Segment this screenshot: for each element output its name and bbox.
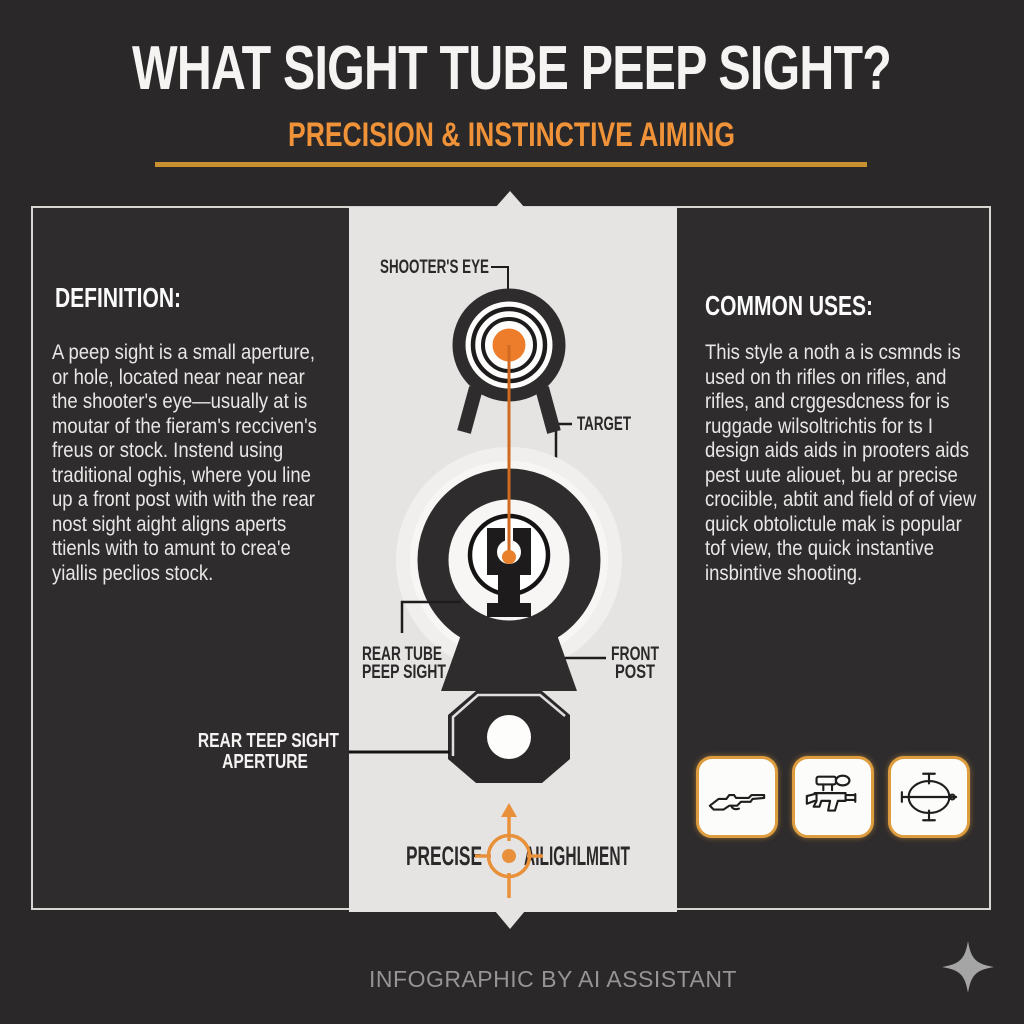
front-post-label-line2: POST — [615, 662, 655, 683]
use-case-card-rifle — [696, 756, 778, 838]
column-top-arrow — [495, 191, 525, 208]
footer-credit: INFOGRAPHIC BY AI ASSISTANT — [369, 966, 737, 992]
use-case-card-scoped-rifle — [792, 756, 874, 838]
crosshair-center-dot — [502, 849, 516, 863]
rear-tube-label-line2: PEEP SIGHT — [362, 662, 446, 683]
target-right-leg — [535, 386, 561, 434]
precise-label: PRECISE — [406, 841, 482, 871]
column-bottom-arrow — [495, 911, 525, 929]
common-uses-body: This style a noth a is csmnds is used on… — [705, 341, 977, 585]
receiver-highlight — [451, 693, 566, 756]
sight-mount-neck — [441, 632, 577, 691]
rear-tube-leader — [400, 600, 461, 633]
aperture-label: REAR TEEP SIGHT APERTURE — [178, 731, 352, 773]
title-underline — [155, 162, 867, 167]
rear-tube-label-line1: REAR TUBE — [362, 644, 442, 665]
definition-body: A peep sight is a small aperture, or hol… — [52, 341, 317, 585]
shooters-eye-label: SHOOTER'S EYE — [380, 257, 489, 278]
crosshair-icon — [475, 803, 543, 898]
header: WHAT SIGHT TUBE PEEP SIGHT? PRECISION & … — [0, 34, 1024, 167]
receiver-block — [448, 691, 570, 783]
scope-reticle-icon — [900, 772, 958, 822]
definition-heading: DEFINITION: — [55, 282, 181, 313]
front-post-label-line1: FRONT — [611, 644, 659, 665]
subtitle-row: PRECISION & INSTINCTIVE AIMING — [0, 116, 1024, 155]
page-subtitle: PRECISION & INSTINCTIVE AIMING — [288, 116, 736, 154]
aperture-label-line2: APERTURE — [222, 751, 308, 773]
target-left-leg — [457, 386, 483, 434]
hunting-rifle-icon — [708, 793, 766, 811]
target-label: TARGET — [577, 414, 631, 435]
alignment-dot — [502, 550, 516, 564]
sparkle-icon — [942, 941, 994, 993]
common-uses-heading: COMMON USES: — [705, 290, 873, 321]
front-post-stem — [498, 575, 520, 603]
page-title: WHAT SIGHT TUBE PEEP SIGHT? — [132, 34, 892, 103]
aperture-label-line1: REAR TEEP SIGHT — [197, 730, 339, 752]
sight-diagram: SHOOTER'S EYE TARGET REAR TUBE PEEP SIGH… — [349, 191, 677, 929]
crosshair-arrowhead — [501, 803, 517, 817]
front-post-foot — [487, 603, 531, 617]
use-case-card-reticle — [888, 756, 970, 838]
receiver-aperture-hole — [487, 715, 531, 759]
scoped-rifle-icon — [805, 774, 857, 812]
